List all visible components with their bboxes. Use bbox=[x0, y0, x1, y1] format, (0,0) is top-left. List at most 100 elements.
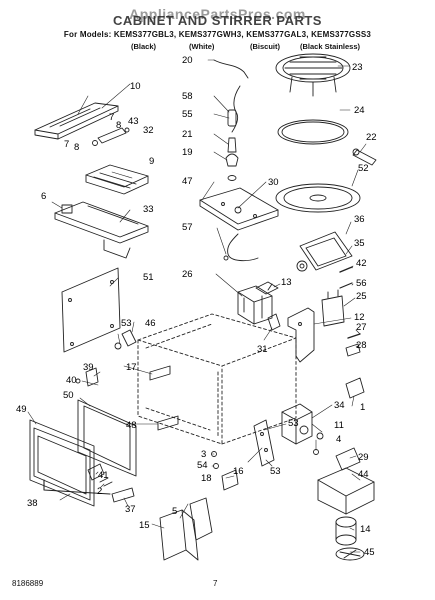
label-23: 23 bbox=[352, 62, 363, 73]
label-32: 32 bbox=[143, 125, 154, 136]
label-29: 29 bbox=[358, 452, 369, 463]
part-41-hook bbox=[87, 463, 105, 481]
part-15-duct bbox=[159, 509, 199, 561]
part-51-side-panel bbox=[61, 267, 121, 353]
part-12-bracket bbox=[287, 307, 315, 363]
part-26-transformer bbox=[237, 285, 273, 325]
label-57: 57 bbox=[182, 222, 193, 233]
page-number: 7 bbox=[213, 579, 218, 588]
label-35: 35 bbox=[354, 238, 365, 249]
part-29-fuse-holder bbox=[335, 447, 361, 471]
part-9-grease-filter bbox=[85, 164, 149, 195]
label-17: 17 bbox=[126, 362, 137, 373]
label-7a: 7 bbox=[109, 112, 114, 123]
label-46: 46 bbox=[145, 318, 156, 329]
part-14-fan-motor bbox=[335, 516, 357, 546]
part-10-vent-bracket bbox=[34, 102, 119, 140]
label-40: 40 bbox=[66, 375, 77, 386]
label-44: 44 bbox=[358, 469, 369, 480]
part-5-bracket bbox=[189, 497, 213, 541]
color-black-stainless: (Black Stainless) bbox=[300, 42, 361, 51]
label-8b: 8 bbox=[74, 142, 79, 153]
label-55: 55 bbox=[182, 109, 193, 120]
label-50: 50 bbox=[63, 390, 74, 401]
part-11-thermostat bbox=[316, 432, 324, 440]
label-49: 49 bbox=[16, 404, 27, 415]
label-31: 31 bbox=[257, 344, 268, 355]
label-14: 14 bbox=[360, 524, 371, 535]
label-39: 39 bbox=[83, 362, 94, 373]
label-8a: 8 bbox=[116, 120, 121, 131]
part-24-turntable-ring bbox=[277, 119, 349, 145]
label-20: 20 bbox=[182, 55, 193, 66]
label-24: 24 bbox=[354, 105, 365, 116]
part-44-motor-bracket bbox=[317, 467, 375, 515]
part-13-relay bbox=[255, 281, 279, 295]
part-34-magnetron bbox=[281, 403, 313, 445]
part-37-lever bbox=[111, 487, 135, 503]
label-13: 13 bbox=[281, 277, 292, 288]
label-43: 43 bbox=[128, 116, 139, 127]
label-10: 10 bbox=[130, 81, 141, 92]
part-23-cooking-rack bbox=[275, 53, 351, 97]
part-39-switch bbox=[85, 367, 99, 387]
label-42: 42 bbox=[356, 258, 367, 269]
part-labels: 20 23 10 58 7 43 8 55 24 32 7 8 21 22 19… bbox=[16, 55, 377, 558]
document-number: 8186889 bbox=[12, 579, 44, 588]
part-25-capacitor bbox=[321, 289, 345, 327]
part-40-screw bbox=[75, 378, 81, 384]
part-46-latch-assembly bbox=[114, 329, 137, 350]
part-49-door bbox=[29, 419, 95, 507]
part-47-top-plate bbox=[199, 187, 279, 231]
part-53-mount-plate bbox=[253, 419, 275, 467]
part-22-rack-support bbox=[352, 148, 377, 166]
part-48-label bbox=[157, 415, 179, 431]
label-12: 12 bbox=[354, 312, 365, 323]
label-27: 27 bbox=[356, 322, 367, 333]
label-56: 56 bbox=[356, 278, 367, 289]
label-9: 9 bbox=[149, 156, 154, 167]
color-biscuit: (Biscuit) bbox=[250, 42, 280, 51]
label-6: 6 bbox=[41, 191, 46, 202]
part-32-hinge-pin bbox=[92, 127, 130, 146]
part-50-door-frame bbox=[77, 399, 137, 477]
label-22: 22 bbox=[366, 132, 377, 143]
label-11: 11 bbox=[334, 420, 344, 431]
label-7b: 7 bbox=[64, 139, 69, 150]
color-white: (White) bbox=[189, 42, 215, 51]
part-3-screw bbox=[211, 451, 217, 457]
label-15: 15 bbox=[139, 520, 150, 531]
part-56-pin bbox=[339, 282, 353, 289]
label-34: 34 bbox=[334, 400, 345, 411]
model-list: For Models: KEMS377GBL3, KEMS377GWH3, KE… bbox=[63, 30, 372, 39]
part-2-spring bbox=[99, 477, 113, 487]
label-16: 16 bbox=[233, 466, 244, 477]
label-45: 45 bbox=[364, 547, 375, 558]
part-33-light-housing bbox=[54, 201, 149, 259]
label-30: 30 bbox=[268, 177, 279, 188]
label-53c: 53 bbox=[270, 466, 281, 477]
part-20-wire-harness bbox=[213, 59, 249, 133]
label-48: 48 bbox=[126, 420, 137, 431]
diagram-title: CABINET AND STIRRER PARTS bbox=[113, 13, 322, 28]
part-1-fuse bbox=[345, 377, 365, 399]
label-26: 26 bbox=[182, 269, 193, 280]
label-47: 47 bbox=[182, 176, 193, 187]
part-28-switch bbox=[345, 343, 361, 357]
cavity-outline bbox=[137, 313, 297, 445]
label-53a: 53 bbox=[121, 318, 132, 329]
part-38-rod bbox=[43, 479, 111, 495]
model-colors: (Black) (White) (Biscuit) (Black Stainle… bbox=[0, 42, 435, 52]
label-54: 54 bbox=[197, 460, 208, 471]
label-3: 3 bbox=[201, 449, 206, 460]
label-53b: 53 bbox=[288, 418, 299, 429]
label-58: 58 bbox=[182, 91, 193, 102]
leader-lines bbox=[27, 59, 367, 553]
watermark: AppliancePartsPros.com bbox=[129, 6, 306, 22]
label-1: 1 bbox=[360, 402, 365, 413]
label-18: 18 bbox=[201, 473, 212, 484]
label-19: 19 bbox=[182, 147, 193, 158]
part-57-wire bbox=[223, 233, 259, 262]
label-52: 52 bbox=[358, 163, 369, 174]
